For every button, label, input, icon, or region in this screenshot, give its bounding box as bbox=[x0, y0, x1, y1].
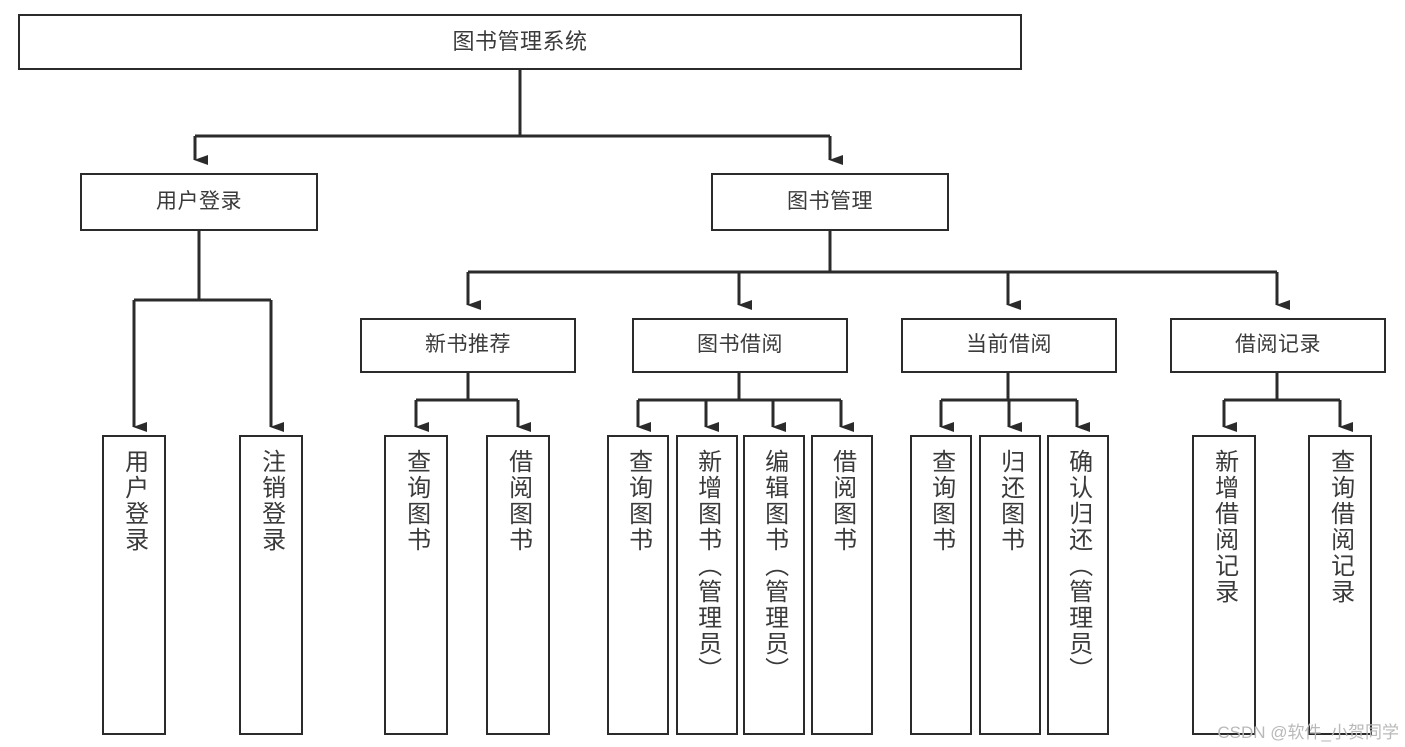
node-leaf-query-book-1[interactable]: 查询图书 bbox=[384, 435, 448, 735]
node-root[interactable]: 图书管理系统 bbox=[18, 14, 1022, 70]
node-book-borrow[interactable]: 图书借阅 bbox=[632, 318, 848, 373]
node-root-label: 图书管理系统 bbox=[452, 29, 588, 55]
node-leaf-borrow-book-2[interactable]: 借阅图书 bbox=[811, 435, 873, 735]
node-leaf-add-book-label: 新增图书（管理员） bbox=[693, 449, 721, 683]
node-book-borrow-label: 图书借阅 bbox=[697, 333, 783, 357]
node-user-login[interactable]: 用户登录 bbox=[80, 173, 318, 231]
node-leaf-add-book[interactable]: 新增图书（管理员） bbox=[676, 435, 738, 735]
node-user-login-label: 用户登录 bbox=[156, 189, 242, 213]
node-leaf-query-book-2[interactable]: 查询图书 bbox=[607, 435, 669, 735]
node-leaf-confirm-return-label: 确认归还（管理员） bbox=[1064, 449, 1092, 683]
node-leaf-borrow-book-2-label: 借阅图书 bbox=[828, 449, 856, 553]
node-leaf-user-login-label: 用户登录 bbox=[120, 449, 148, 553]
node-leaf-return-book-label: 归还图书 bbox=[996, 449, 1024, 553]
node-leaf-query-book-2-label: 查询图书 bbox=[624, 449, 652, 553]
node-leaf-query-book-1-label: 查询图书 bbox=[402, 449, 430, 553]
node-borrow-record-label: 借阅记录 bbox=[1235, 333, 1321, 357]
node-leaf-edit-book[interactable]: 编辑图书（管理员） bbox=[743, 435, 805, 735]
node-leaf-query-record[interactable]: 查询借阅记录 bbox=[1308, 435, 1372, 735]
node-new-book-rec[interactable]: 新书推荐 bbox=[360, 318, 576, 373]
node-leaf-edit-book-label: 编辑图书（管理员） bbox=[760, 449, 788, 683]
node-leaf-borrow-book-1-label: 借阅图书 bbox=[504, 449, 532, 553]
node-current-borrow-label: 当前借阅 bbox=[966, 333, 1052, 357]
node-leaf-return-book[interactable]: 归还图书 bbox=[979, 435, 1041, 735]
node-leaf-add-record-label: 新增借阅记录 bbox=[1210, 449, 1238, 605]
csdn-watermark: CSDN @软件_小贺同学 bbox=[1217, 723, 1399, 742]
node-leaf-query-book-3[interactable]: 查询图书 bbox=[910, 435, 972, 735]
node-borrow-record[interactable]: 借阅记录 bbox=[1170, 318, 1386, 373]
node-leaf-query-book-3-label: 查询图书 bbox=[927, 449, 955, 553]
node-current-borrow[interactable]: 当前借阅 bbox=[901, 318, 1117, 373]
node-new-book-rec-label: 新书推荐 bbox=[425, 333, 511, 357]
node-leaf-logout[interactable]: 注销登录 bbox=[239, 435, 303, 735]
node-leaf-add-record[interactable]: 新增借阅记录 bbox=[1192, 435, 1256, 735]
node-book-manage[interactable]: 图书管理 bbox=[711, 173, 949, 231]
node-book-manage-label: 图书管理 bbox=[787, 189, 873, 213]
node-leaf-user-login[interactable]: 用户登录 bbox=[102, 435, 166, 735]
node-leaf-borrow-book-1[interactable]: 借阅图书 bbox=[486, 435, 550, 735]
node-leaf-confirm-return[interactable]: 确认归还（管理员） bbox=[1047, 435, 1109, 735]
node-leaf-query-record-label: 查询借阅记录 bbox=[1326, 449, 1354, 605]
node-leaf-logout-label: 注销登录 bbox=[257, 449, 285, 553]
